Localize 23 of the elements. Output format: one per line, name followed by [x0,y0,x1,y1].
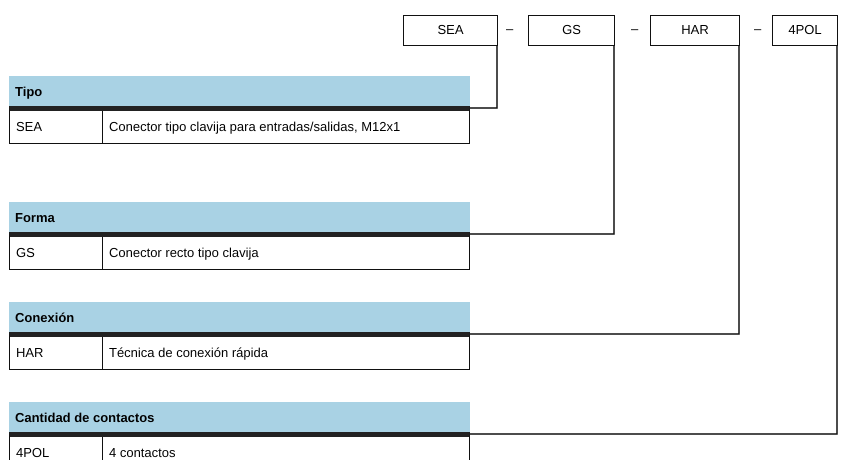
code-segment-box: GS [528,15,615,46]
table-header: Conexión [9,302,470,332]
code-cell: 4POL [10,437,103,460]
table-header: Cantidad de contactos [9,402,470,432]
code-cell: GS [10,237,103,269]
leader-line [470,46,498,109]
separator-dash: – [754,21,762,36]
code-segment-box: SEA [403,15,498,46]
table-header: Forma [9,202,470,232]
description-cell-text: Técnica de conexión rápida [108,344,269,362]
leader-line [470,46,615,235]
separator-dash: – [631,21,638,36]
table-header: Tipo [9,76,470,106]
separator-dash: – [506,21,514,36]
code-segment-box: 4POL [772,15,838,46]
leader-line [470,46,740,335]
description-cell-text: 4 contactos [108,444,176,460]
code-cell: SEA [10,111,103,143]
code-segment-box: HAR [650,15,740,46]
description-cell-text: Conector tipo clavija para entradas/salidas, M12x1 [108,118,402,136]
description-cell-text: Conector recto tipo clavija [108,244,260,262]
leader-line [470,46,838,435]
code-cell: HAR [10,337,103,369]
